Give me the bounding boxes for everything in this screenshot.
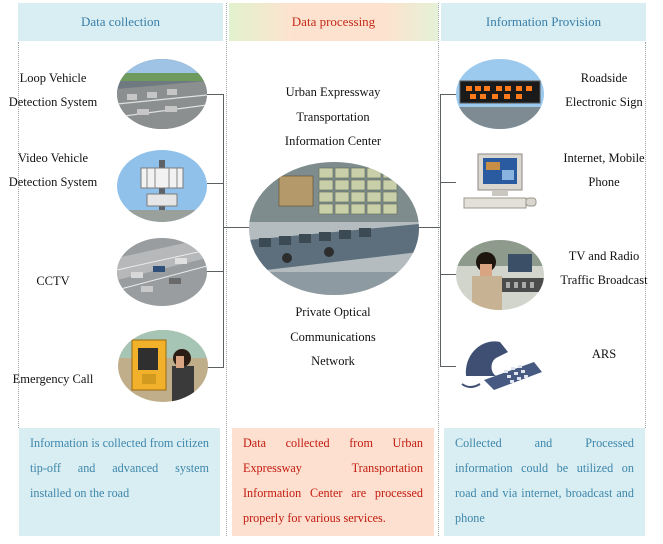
label-video-line2: Detection System (8, 175, 98, 189)
header-data-collection-text: Data collection (80, 14, 161, 29)
label-emergency-call: Emergency Call (12, 372, 94, 386)
header-data-processing: Data processing (229, 3, 438, 41)
label-tv-line2: Traffic Broadcast (560, 273, 648, 287)
footer-collection-description: Information is collected from citizen ti… (19, 428, 220, 536)
header-information-provision-text: Information Provision (485, 14, 602, 29)
internet-mobile-photo (458, 148, 544, 218)
label-sign-line1: Roadside (580, 71, 628, 85)
connector-video (207, 183, 223, 184)
center-label-info-center: Urban Expressway Transportation Informat… (258, 80, 408, 154)
center-label-optical-network: Private Optical Communications Network (258, 300, 408, 374)
connector-loop (207, 94, 223, 95)
center-bottom-line2: Communications (290, 329, 376, 344)
label-tv-line1: TV and Radio (568, 249, 640, 263)
connector-emergency (207, 367, 223, 368)
label-internet-line2: Phone (588, 175, 620, 189)
label-loop-detection: Loop Vehicle Detection System (0, 66, 106, 114)
center-top-line1: Urban Expressway (285, 85, 381, 99)
ars-phone-photo (456, 332, 544, 392)
loop-detection-photo (117, 59, 207, 129)
label-internet-mobile: Internet, Mobile Phone (546, 146, 662, 194)
label-ars: ARS (591, 347, 617, 361)
connector-ars (440, 366, 456, 367)
divider-left-mid (226, 3, 227, 536)
label-tv-radio: TV and Radio Traffic Broadcast (546, 244, 662, 292)
label-video-line1: Video Vehicle (17, 151, 89, 165)
divider-right-mid (438, 3, 439, 536)
center-bottom-line3: Network (311, 354, 355, 368)
center-bottom-line1: Private Optical (295, 305, 371, 319)
connector-left-to-center (223, 227, 250, 228)
center-top-line2: Transportation (296, 109, 370, 124)
center-top-line3: Information Center (284, 134, 382, 148)
label-loop-line2: Detection System (8, 95, 98, 109)
header-information-provision: Information Provision (441, 3, 646, 41)
connector-left-trunk (223, 94, 224, 368)
emergency-call-photo (118, 330, 208, 402)
header-data-collection: Data collection (18, 3, 223, 41)
label-video-detection: Video Vehicle Detection System (0, 146, 106, 194)
roadside-sign-photo (456, 59, 544, 129)
connector-sign (440, 94, 456, 95)
tv-radio-broadcast-photo (456, 240, 544, 310)
control-room-photo (249, 162, 419, 295)
label-loop-line1: Loop Vehicle (19, 71, 87, 85)
footer-processing-description: Data collected from Urban Expressway Tra… (232, 428, 434, 536)
connector-cctv (207, 271, 223, 272)
divider-left-edge (18, 42, 19, 428)
label-sign-line2: Electronic Sign (565, 95, 643, 109)
divider-right-edge (645, 42, 646, 428)
connector-center-to-right (418, 227, 440, 228)
cctv-photo (117, 238, 207, 306)
label-internet-line1: Internet, Mobile (563, 151, 645, 165)
video-detection-photo (117, 150, 207, 222)
connector-right-trunk (440, 94, 441, 366)
footer-provision-description: Collected and Processed information coul… (444, 428, 645, 536)
label-cctv: CCTV (36, 274, 70, 288)
label-roadside-sign: Roadside Electronic Sign (546, 66, 662, 114)
header-data-processing-text: Data processing (291, 14, 376, 29)
connector-tv (440, 274, 456, 275)
connector-internet (440, 182, 456, 183)
